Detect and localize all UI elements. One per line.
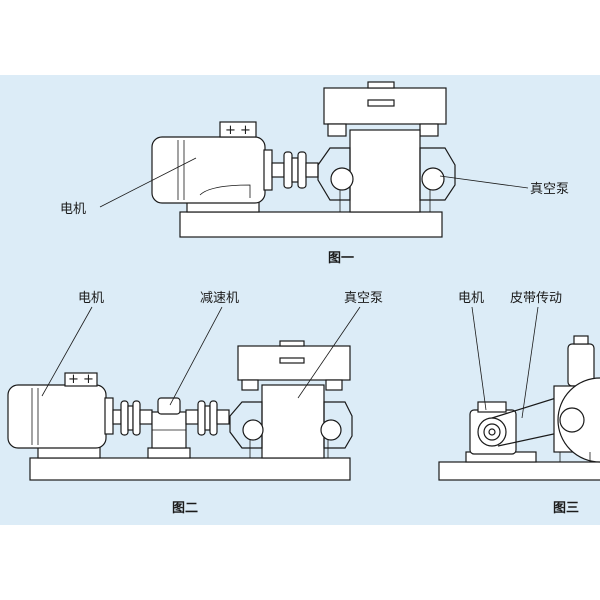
fig2-reducer-leader [169, 306, 223, 406]
fig2-coupling-2 [185, 400, 230, 436]
fig2-terminal-box-text: + + [68, 372, 94, 387]
figure-2: + + [7, 291, 383, 516]
fig1-terminal-box [219, 121, 257, 138]
fig1-motor-label: 电机 [60, 202, 86, 217]
fig3-motor-leader [471, 306, 487, 411]
fig3-caption: 图三 [553, 501, 579, 516]
fig1-pump-leader [439, 175, 529, 189]
fig2-terminal-box [64, 372, 98, 387]
fig1-motor: + + [151, 121, 273, 213]
fig2-reducer-label: 减速机 [200, 291, 239, 306]
figure-3: 电机 皮带传动 图三 [438, 291, 600, 516]
figure-1: + + 电机 真空泵 图一 [60, 81, 569, 266]
fig3-base-plate [438, 461, 600, 481]
fig2-coupling-1 [112, 400, 153, 436]
fig2-caption: 图二 [172, 501, 198, 516]
fig1-coupling [271, 151, 319, 189]
fig2-pump-leader [297, 306, 361, 399]
fig2-vacuum-pump [229, 340, 353, 459]
fig2-motor-leader [41, 306, 93, 397]
fig3-belt-label: 皮带传动 [510, 291, 562, 306]
fig3-motor-label: 电机 [458, 291, 484, 306]
fig1-caption: 图一 [328, 251, 354, 266]
fig2-pump-label: 真空泵 [344, 291, 383, 306]
fig1-terminal-box-text: + + [225, 123, 251, 138]
fig1-pump-label: 真空泵 [530, 182, 569, 197]
fig1-base-plate [179, 211, 443, 238]
fig1-vacuum-pump [317, 81, 456, 213]
fig3-pump [553, 335, 600, 463]
fig3-belt-leader [521, 306, 539, 419]
fig2-motor: + + [7, 372, 114, 459]
fig2-base-plate [29, 457, 351, 481]
fig2-motor-label: 电机 [78, 291, 104, 306]
fig1-motor-leader [99, 157, 197, 208]
fig3-motor [469, 401, 517, 455]
fig2-reducer [147, 397, 191, 459]
